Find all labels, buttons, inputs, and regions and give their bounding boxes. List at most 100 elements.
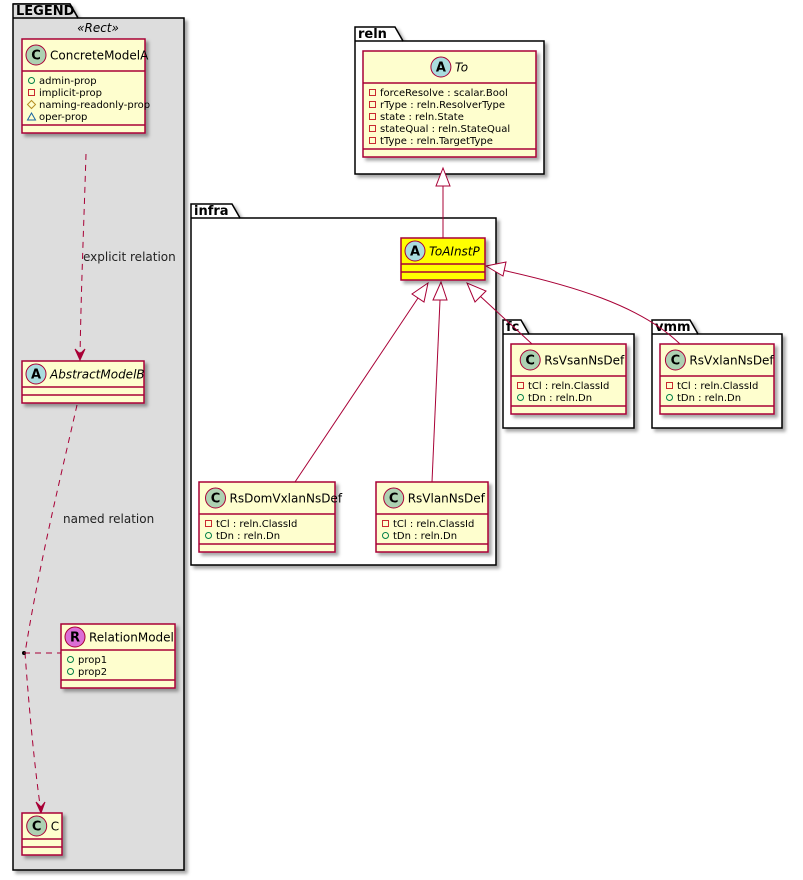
abstract-class-icon <box>430 56 452 78</box>
class-name: C <box>51 820 59 834</box>
package-legend-body <box>12 3 185 871</box>
class-attribute: stateQual : reln.StateQual <box>380 124 510 135</box>
class-name: RsVxlanNsDef <box>689 354 774 368</box>
class-kind-letter: A <box>410 245 420 260</box>
generalization-rsvsan-toainstp[interactable] <box>466 282 533 345</box>
package-vmm-label: vmm <box>655 320 691 335</box>
generalization-arrowhead <box>435 166 451 187</box>
class-abstract-model-b[interactable]: A AbstractModelB <box>21 360 145 404</box>
private-visibility-icon <box>369 137 376 144</box>
relation-explicit-arrowhead <box>74 348 86 362</box>
class-attribute: forceResolve : scalar.Bool <box>380 88 508 99</box>
class-name: ToAInstP <box>429 245 481 259</box>
private-visibility-icon <box>382 520 389 527</box>
class-name: RsVlanNsDef <box>408 492 486 506</box>
relation-named-label: named relation <box>63 512 154 526</box>
class-icon <box>383 487 405 509</box>
class-attribute: prop1 <box>78 655 107 666</box>
generalization-arrowhead <box>432 280 448 301</box>
class-attribute: naming-readonly-prop <box>39 100 150 111</box>
generalization-line <box>479 295 533 345</box>
class-attribute: tCl : reln.ClassId <box>677 381 758 392</box>
class-kind-letter: A <box>436 61 446 76</box>
class-kind-letter: C <box>671 354 681 369</box>
public-visibility-icon <box>67 668 74 675</box>
relation-explicit[interactable]: explicit relation <box>74 153 176 362</box>
package-legend[interactable]: LEGEND «Rect» <box>12 3 185 871</box>
generalization-line <box>431 299 441 483</box>
private-visibility-icon <box>28 89 35 96</box>
private-visibility-icon <box>517 382 524 389</box>
private-visibility-icon <box>369 89 376 96</box>
class-kind-letter: C <box>389 492 399 507</box>
class-attribute: admin-prop <box>39 76 97 87</box>
relation-named[interactable]: named relation <box>22 404 154 815</box>
class-name: ConcreteModelA <box>50 49 149 63</box>
public-visibility-icon <box>67 656 74 663</box>
public-visibility-icon <box>205 532 212 539</box>
private-visibility-icon <box>369 101 376 108</box>
class-attribute: tDn : reln.Dn <box>528 393 592 404</box>
public-visibility-icon <box>517 394 524 401</box>
class-attribute: tDn : reln.Dn <box>393 531 457 542</box>
private-visibility-icon <box>666 382 673 389</box>
generalization-line <box>294 297 419 483</box>
class-kind-letter: C <box>525 354 535 369</box>
generalization-rsvxlan-toainstp[interactable] <box>484 261 681 345</box>
package-reln-label: reln <box>358 27 387 42</box>
class-attribute: tCl : reln.ClassId <box>528 381 609 392</box>
class-icon <box>25 44 47 66</box>
generalization-arrowhead <box>484 261 507 277</box>
generalization-line <box>501 269 681 345</box>
private-visibility-icon <box>205 520 212 527</box>
class-icon <box>26 815 48 837</box>
class-attribute: oper-prop <box>39 112 87 123</box>
package-legend-label: LEGEND <box>16 4 75 19</box>
class-icon <box>205 487 226 509</box>
class-attribute: state : reln.State <box>380 112 464 123</box>
class-name: AbstractModelB <box>49 368 145 382</box>
relation-icon <box>64 626 86 648</box>
private-visibility-icon <box>369 125 376 132</box>
class-to-a-inst-p[interactable]: A ToAInstP <box>400 237 486 281</box>
class-kind-letter: C <box>31 49 41 64</box>
generalization-arrowhead <box>411 281 429 303</box>
legend-stereotype: «Rect» <box>77 21 119 35</box>
class-kind-letter: C <box>211 492 221 507</box>
package-infra-label: infra <box>194 204 229 219</box>
class-icon <box>519 349 541 371</box>
package-visibility-icon <box>26 111 37 121</box>
class-attribute: rType : reln.ResolverType <box>380 100 505 111</box>
class-attribute: prop2 <box>78 667 107 678</box>
class-attribute: tDn : reln.Dn <box>216 531 280 542</box>
generalization-toainstp-to[interactable] <box>435 166 451 238</box>
public-visibility-icon <box>666 394 673 401</box>
abstract-class-icon <box>25 363 47 385</box>
class-name: RsDomVxlanNsDef <box>230 492 343 506</box>
class-kind-letter: R <box>70 631 80 646</box>
generalization-rsvlan-toainstp[interactable] <box>431 280 448 483</box>
class-kind-letter: A <box>31 368 41 383</box>
relation-explicit-label: explicit relation <box>83 250 176 264</box>
generalization-arrowhead <box>466 282 487 303</box>
abstract-class-icon <box>404 240 426 262</box>
generalization-rsdomvxlan-toainstp[interactable] <box>294 281 429 483</box>
class-attribute: tDn : reln.Dn <box>677 393 741 404</box>
class-attribute: tCl : reln.ClassId <box>393 519 474 530</box>
class-name: RelationModel <box>89 631 174 645</box>
relation-explicit-line <box>79 153 87 360</box>
private-visibility-icon <box>369 113 376 120</box>
class-kind-letter: C <box>32 820 42 835</box>
protected-visibility-icon <box>26 99 37 110</box>
class-name: To <box>455 61 468 75</box>
relation-named-line <box>24 404 78 813</box>
